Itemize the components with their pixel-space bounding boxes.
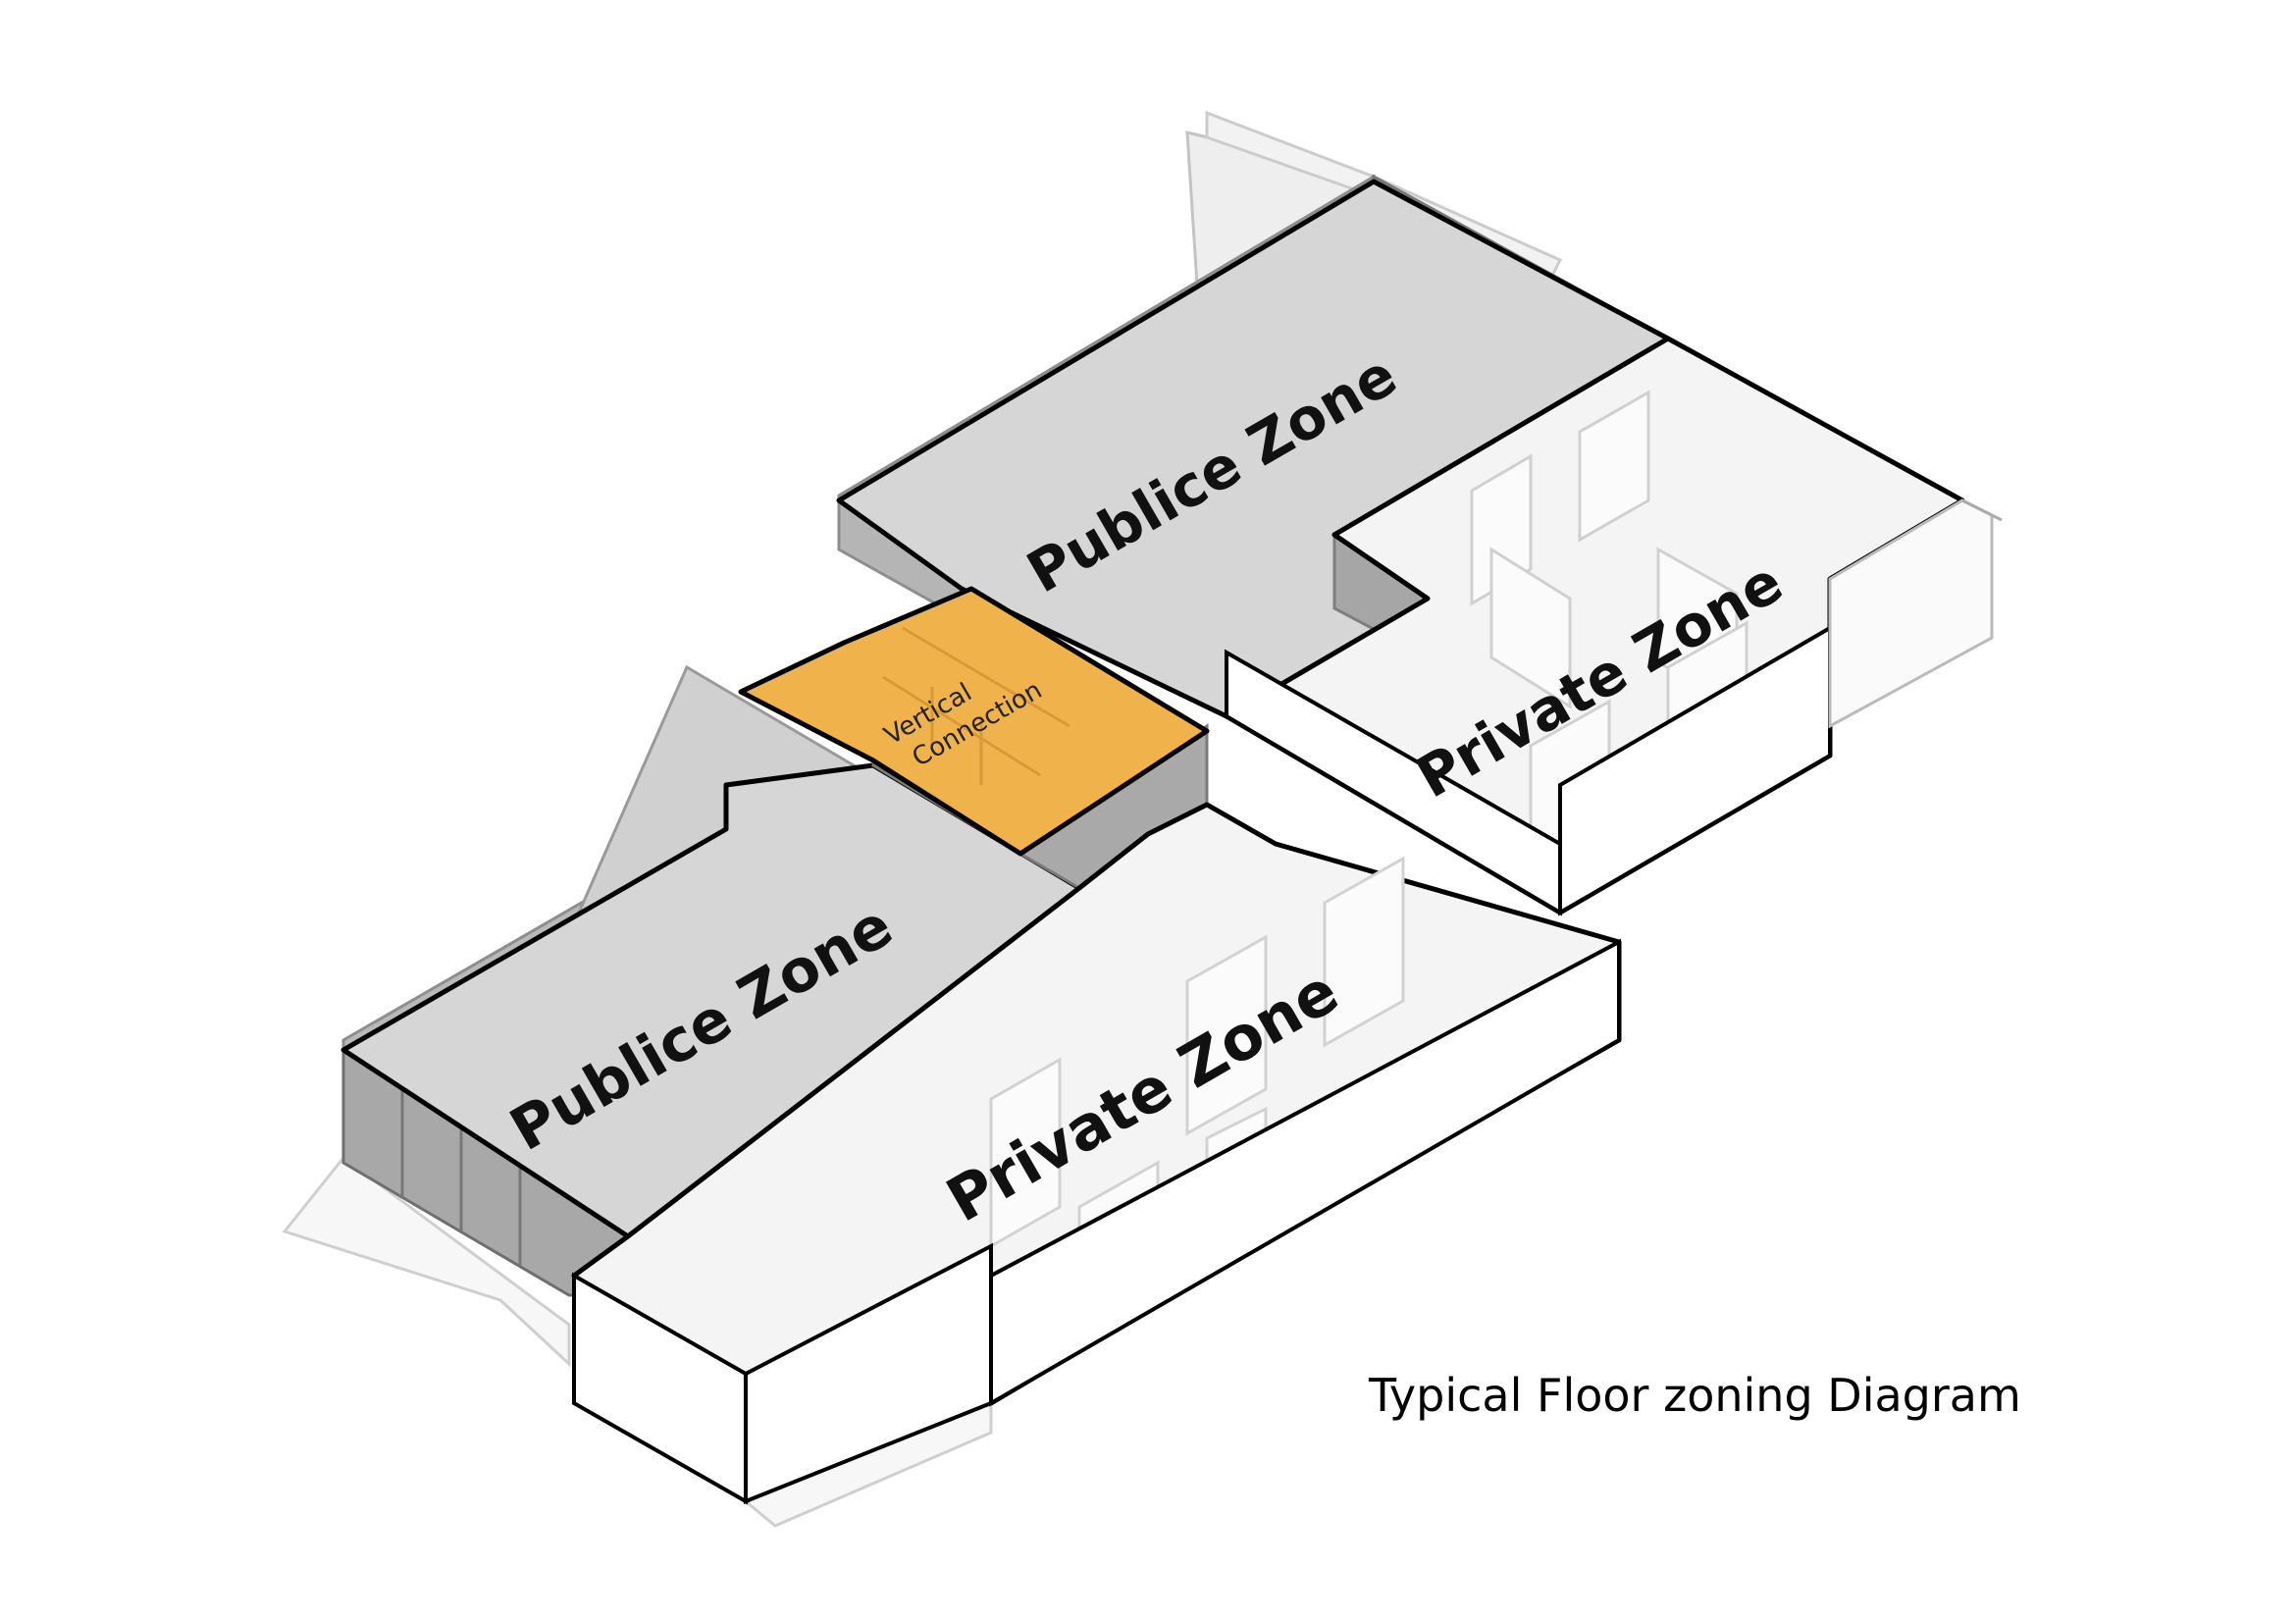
- lower-public-front-mullions: [400, 1084, 522, 1266]
- diagram-caption: Typical Floor zoning Diagram: [1368, 1369, 2021, 1422]
- vertical-connection: [738, 586, 1210, 857]
- upper-private-end-wall: [1828, 498, 1994, 729]
- lower-private-right-wall: [989, 938, 1621, 1407]
- stair-treads: [882, 626, 1070, 785]
- base-slab: [282, 1155, 571, 1368]
